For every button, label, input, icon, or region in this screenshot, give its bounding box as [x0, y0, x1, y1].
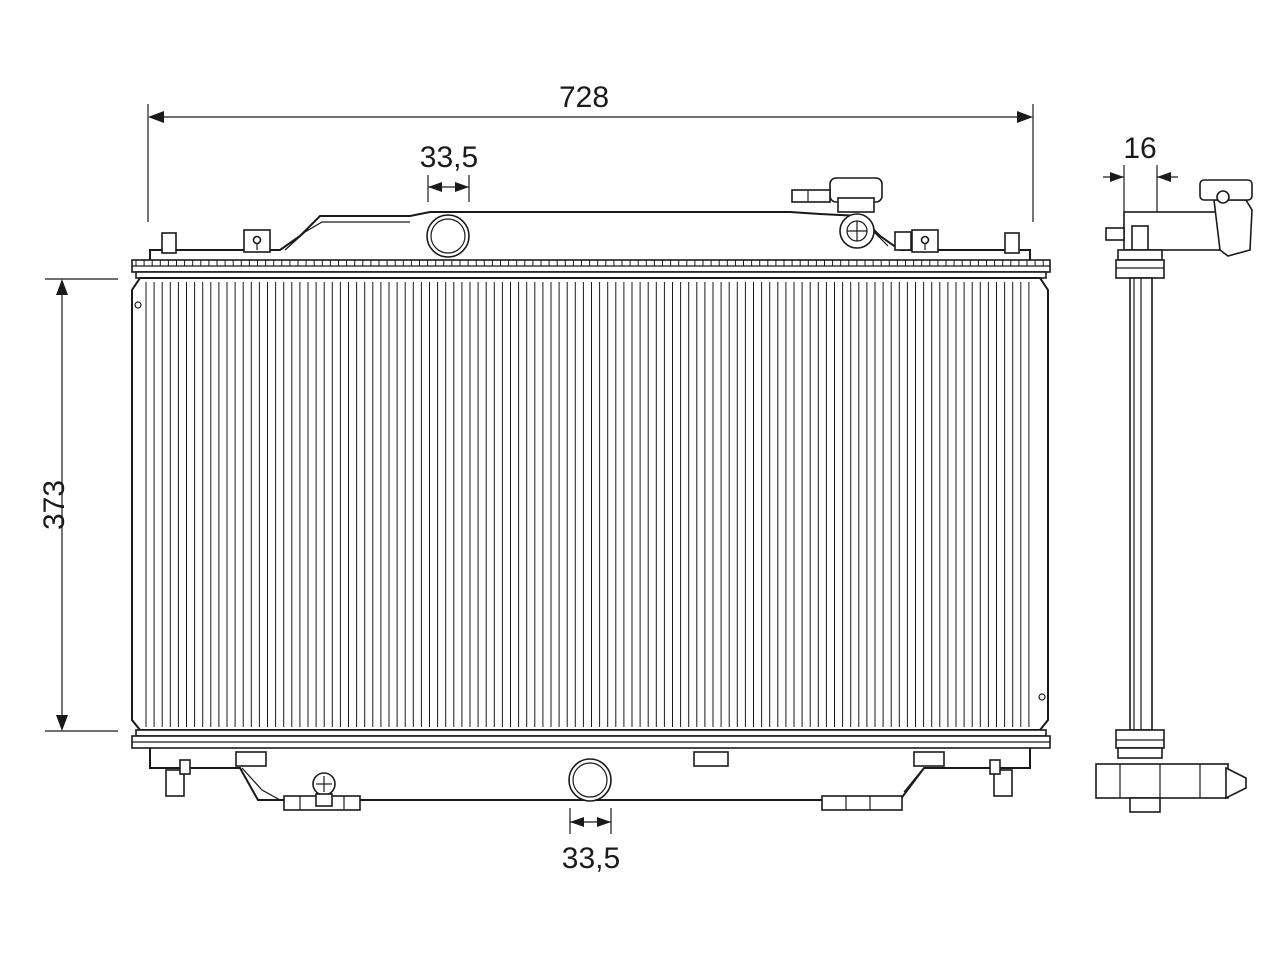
dimension-core-depth: 16 [1103, 132, 1178, 212]
top-tank [149, 211, 1031, 260]
radiator-side-view [1095, 179, 1253, 813]
radiator-core [131, 260, 1049, 748]
top-inlet-pipe [426, 214, 470, 258]
core-height-label: 373 [38, 480, 71, 530]
overall-width-label: 728 [559, 81, 609, 114]
filler-cap [791, 177, 883, 249]
top-pipe-label: 33,5 [420, 141, 478, 174]
top-header-rail [131, 259, 1051, 279]
bottom-pipe-label: 33,5 [562, 842, 620, 875]
core-fins [135, 260, 1044, 748]
bottom-outlet-pipe [568, 758, 612, 802]
bottom-header-rail [131, 729, 1051, 749]
core-depth-label: 16 [1123, 132, 1156, 165]
dimension-bottom-pipe: 33,5 [562, 808, 620, 875]
dimension-core-height: 373 [38, 278, 118, 732]
dimension-top-pipe: 33,5 [420, 141, 478, 202]
dimension-overall-width: 728 [147, 81, 1034, 222]
bottom-tank [149, 748, 1031, 811]
